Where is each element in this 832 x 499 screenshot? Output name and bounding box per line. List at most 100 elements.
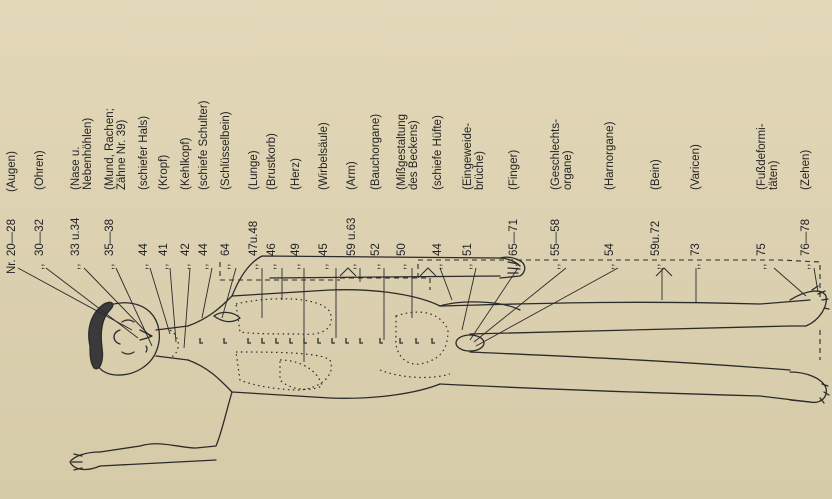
entry-ref: 65—71 xyxy=(508,219,520,256)
mouth xyxy=(146,346,147,352)
entry-number: ,,54 xyxy=(604,243,616,270)
entry-body-part: (Kehlkopf) xyxy=(180,138,192,190)
ditto-mark: ,, xyxy=(138,256,150,270)
entry-label-line: (Arm) xyxy=(346,161,358,190)
ditto-mark: ,, xyxy=(290,256,302,270)
entry-ref: 73 xyxy=(690,243,702,256)
label-entry: ,,76—78(Zehen) xyxy=(800,6,826,274)
entry-number: ,,73 xyxy=(690,243,702,270)
ditto-mark: ,, xyxy=(462,256,474,270)
entry-body-part: (Herz) xyxy=(290,158,302,190)
entry-ref: 49 xyxy=(290,243,302,256)
entry-number: ,,30—32 xyxy=(34,219,46,270)
entry-ref: 46 xyxy=(266,243,278,256)
ditto-mark: ,, xyxy=(346,256,358,270)
label-entry: ,,50(Mißgestaltungdes Beckens) xyxy=(396,6,422,274)
entry-ref: 33 u.34 xyxy=(70,218,82,256)
entry-ref: 44 xyxy=(432,243,444,256)
ditto-mark: ,, xyxy=(158,256,170,270)
entry-body-part: (Schlüsselbein) xyxy=(220,111,232,190)
entry-body-part: (Geschlechts-organe) xyxy=(550,119,574,190)
entry-label-line: (Bauchorgane) xyxy=(370,114,382,190)
entry-ref: 42 xyxy=(180,243,192,256)
heart-outline xyxy=(280,360,322,389)
entry-number: ,,75 xyxy=(756,243,768,270)
entry-body-part: (Arm) xyxy=(346,161,358,190)
entry-ref: 51 xyxy=(462,243,474,256)
entry-label-line: (Zehen) xyxy=(800,150,812,190)
entry-ref: 76—78 xyxy=(800,219,812,256)
ditto-mark: ,, xyxy=(198,256,210,270)
entry-number: ,,42 xyxy=(180,243,192,270)
entry-number: ,,50 xyxy=(396,243,408,270)
entry-number: ,,45 xyxy=(318,243,330,270)
entry-label-line: (Kehlkopf) xyxy=(180,138,192,190)
entry-label-line: (Geschlechts- xyxy=(550,119,562,190)
label-entry: ,,46 (Brustkorb) xyxy=(266,6,292,274)
arm-lower xyxy=(100,392,232,452)
entry-label-line: (Fußdeformi- xyxy=(756,124,768,190)
ditto-mark: ,, xyxy=(432,256,444,270)
leader-lines xyxy=(18,268,818,362)
entry-ref: 44 xyxy=(138,243,150,256)
entry-ref: 30—32 xyxy=(34,219,46,256)
ditto-mark: ,, xyxy=(248,256,260,270)
eye-upper xyxy=(122,320,134,322)
leg-lower xyxy=(440,384,810,402)
entry-body-part: (Mund, Rachen;Zähne Nr. 39) xyxy=(104,108,128,190)
entry-ref: 75 xyxy=(756,243,768,256)
lung-outline-lower xyxy=(236,352,331,390)
entry-label-line: (Nase u. xyxy=(70,118,82,190)
entry-ref: 55—58 xyxy=(550,219,562,256)
label-entry: ,,59u.72(Bein) xyxy=(650,6,676,274)
ditto-mark: ,, xyxy=(370,256,382,270)
arm-lower-outer xyxy=(100,460,216,466)
leg-upper-inner xyxy=(470,326,790,334)
entry-number: ,,65—71 xyxy=(508,219,520,270)
entry-label-line: Nebenhöhlen) xyxy=(82,118,94,190)
lung-outline xyxy=(236,299,331,335)
entry-label-line: täten) xyxy=(768,124,780,190)
spine-vertebrae xyxy=(200,338,435,343)
entry-ref: 35—38 xyxy=(104,219,116,256)
ditto-mark: ,, xyxy=(266,256,278,270)
entry-label-line: (Varicen) xyxy=(690,144,702,190)
entry-label-line: (schiefe Hüfte) xyxy=(432,115,444,190)
entry-label-line: (Herz) xyxy=(290,158,302,190)
entry-number: ,,44 xyxy=(432,243,444,270)
ditto-mark: ,, xyxy=(180,256,192,270)
ditto-mark: ,, xyxy=(104,256,116,270)
entry-body-part: (Lunge) xyxy=(248,150,260,190)
entry-label-line: (Mund, Rachen; xyxy=(104,108,116,190)
ditto-mark: ,, xyxy=(220,256,232,270)
entry-body-part: (Kropf) xyxy=(158,155,170,190)
label-entry: ,,30—32(Ohren) xyxy=(34,6,60,274)
label-entry: ,,49 (Herz) xyxy=(290,6,316,274)
foot-lower xyxy=(790,372,826,402)
entry-ref: 47u.48 xyxy=(248,221,260,256)
label-entry: ,,64 (Schlüsselbein) xyxy=(220,6,246,274)
hair xyxy=(89,302,113,368)
entry-label-line: (Wirbelsäule) xyxy=(318,122,330,190)
ditto-mark: ,, xyxy=(604,256,616,270)
entry-label-line: (Augen) xyxy=(6,151,18,192)
label-entry: ,,44 (schiefe Hüfte) xyxy=(432,6,458,274)
entry-number: ,,41 xyxy=(158,243,170,270)
ditto-mark: ,, xyxy=(690,256,702,270)
eye-lower xyxy=(122,352,134,354)
torso-lower xyxy=(188,360,440,398)
label-entry: Nr. 20—28(Augen) xyxy=(6,6,32,274)
entry-body-part: (Finger) xyxy=(508,150,520,190)
label-entry: ,,54(Harnorgane) xyxy=(604,6,630,274)
label-entry: ,,73 (Varicen) xyxy=(690,6,716,274)
entry-label-line: (Mißgestaltung xyxy=(396,114,408,190)
entry-body-part: (schiefe Schulter) xyxy=(198,101,210,190)
label-entry: ,,65—71 (Finger) xyxy=(508,6,534,274)
entry-number: ,,46 xyxy=(266,243,278,270)
entry-ref: 64 xyxy=(220,243,232,256)
ditto-mark: ,, xyxy=(318,256,330,270)
leg-lower-inner xyxy=(470,352,790,370)
entry-body-part: (Brustkorb) xyxy=(266,133,278,190)
ditto-mark: ,, xyxy=(34,256,46,270)
